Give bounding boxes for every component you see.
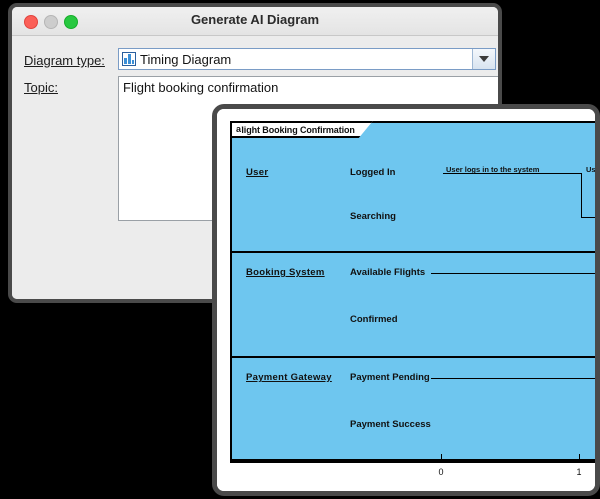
state-label-payment-pending: Payment Pending: [350, 372, 430, 383]
frame-title-text: Flight Booking Confirmation: [236, 124, 355, 135]
lane-user: User Logged In Searching User logs in to…: [232, 123, 595, 253]
state-label-available-flights: Available Flights: [350, 267, 426, 278]
axis-tick-0: [441, 454, 442, 463]
timing-diagram-frame: Flight Booking Confirmation a User Logge…: [230, 121, 595, 461]
state-label-payment-success: Payment Success: [350, 419, 431, 430]
diagram-preview-window: Flight Booking Confirmation a User Logge…: [212, 104, 600, 496]
lane-label-booking-system: Booking System: [246, 267, 325, 278]
state-label-searching: Searching: [350, 211, 396, 222]
diagram-canvas[interactable]: Flight Booking Confirmation a User Logge…: [217, 109, 595, 491]
lane-label-user: User: [246, 167, 269, 178]
tab-a-glyph: a: [236, 124, 242, 134]
waveform-user-transition: [581, 173, 582, 217]
maximize-button[interactable]: [64, 15, 78, 29]
minimize-button[interactable]: [44, 15, 58, 29]
message-label-login: User logs in to the system: [446, 165, 540, 174]
state-label-confirmed: Confirmed: [350, 314, 398, 325]
topic-input-value: Flight booking confirmation: [123, 80, 279, 95]
diagram-type-dropdown-button[interactable]: [472, 49, 495, 69]
waveform-booking-high: [431, 273, 595, 274]
dialog-title: Generate AI Diagram: [190, 12, 320, 27]
topic-label: Topic:: [24, 80, 58, 95]
close-button[interactable]: [24, 15, 38, 29]
diagram-type-label: Diagram type:: [24, 53, 105, 68]
lane-payment-gateway: Payment Gateway Payment Pending Payment …: [232, 358, 595, 461]
lane-booking-system: Booking System Available Flights Confirm…: [232, 253, 595, 358]
waveform-user-low: [581, 217, 595, 218]
time-axis: 0 1: [230, 454, 595, 477]
diagram-type-label-text: Diagram type:: [24, 53, 105, 68]
axis-tick-1: [579, 454, 580, 463]
chevron-down-icon: [479, 56, 489, 62]
axis-tick-label-1: 1: [576, 467, 582, 477]
message-label-search: User sea: [586, 165, 595, 174]
diagram-type-combobox[interactable]: Timing Diagram: [118, 48, 496, 70]
state-label-logged-in: Logged In: [350, 167, 396, 178]
dialog-titlebar[interactable]: Generate AI Diagram: [12, 7, 498, 36]
waveform-user-high: [443, 173, 581, 174]
axis-tick-label-0: 0: [438, 467, 444, 477]
timing-diagram-icon: [122, 52, 136, 66]
diagram-type-value: Timing Diagram: [140, 51, 232, 67]
waveform-payment-high: [431, 378, 595, 379]
lane-label-payment-gateway: Payment Gateway: [246, 372, 332, 383]
topic-label-text: Topic:: [24, 80, 58, 95]
